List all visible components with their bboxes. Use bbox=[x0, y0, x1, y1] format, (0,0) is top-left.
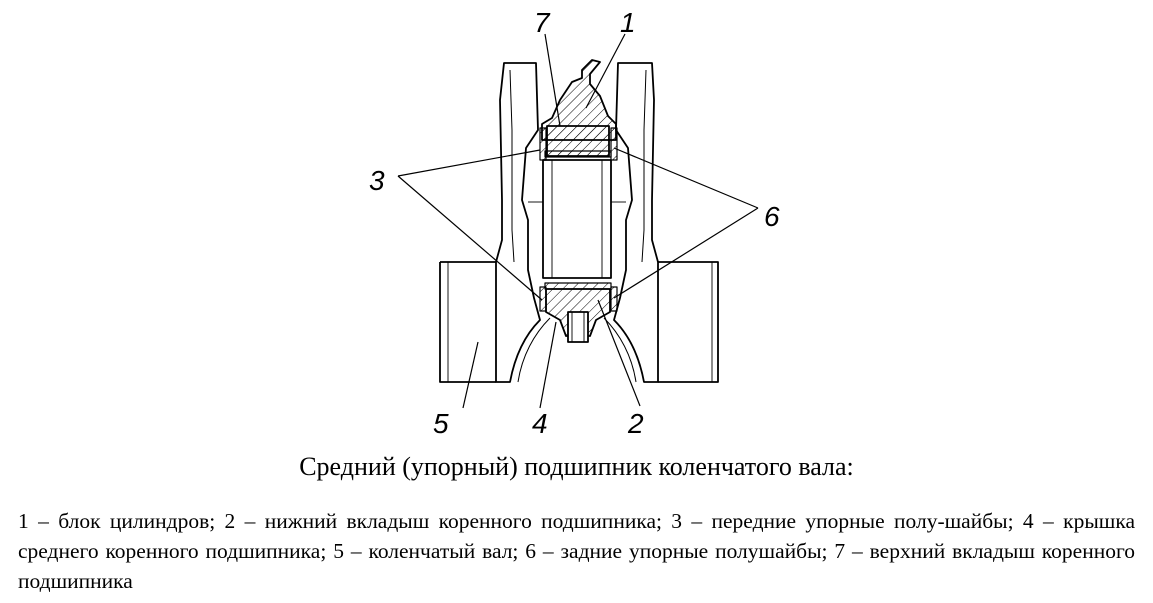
callout-1: 1 bbox=[620, 7, 636, 38]
leader-lines bbox=[397, 33, 759, 409]
main-journal bbox=[528, 159, 626, 279]
figure-title: Средний (упорный) подшипник коленчатого … bbox=[299, 452, 854, 481]
cylinder-block bbox=[541, 59, 617, 157]
crank-web-right bbox=[603, 62, 659, 383]
callout-2: 2 bbox=[627, 408, 644, 439]
callout-4: 4 bbox=[532, 408, 548, 439]
callout-7: 7 bbox=[534, 7, 551, 38]
upper-shell bbox=[544, 150, 612, 158]
crank-web-left bbox=[495, 62, 551, 383]
rear-thrust-washers bbox=[610, 127, 618, 312]
crankshaft bbox=[439, 261, 719, 383]
callout-5: 5 bbox=[433, 408, 449, 439]
callout-6: 6 bbox=[764, 201, 780, 232]
figure-legend: 1 – блок цилиндров; 2 – нижний вкладыш к… bbox=[18, 509, 1135, 593]
bearing-drawing: 7 1 3 6 5 4 2 bbox=[369, 7, 780, 439]
callout-3: 3 bbox=[369, 165, 385, 196]
bearing-cap bbox=[545, 288, 611, 343]
